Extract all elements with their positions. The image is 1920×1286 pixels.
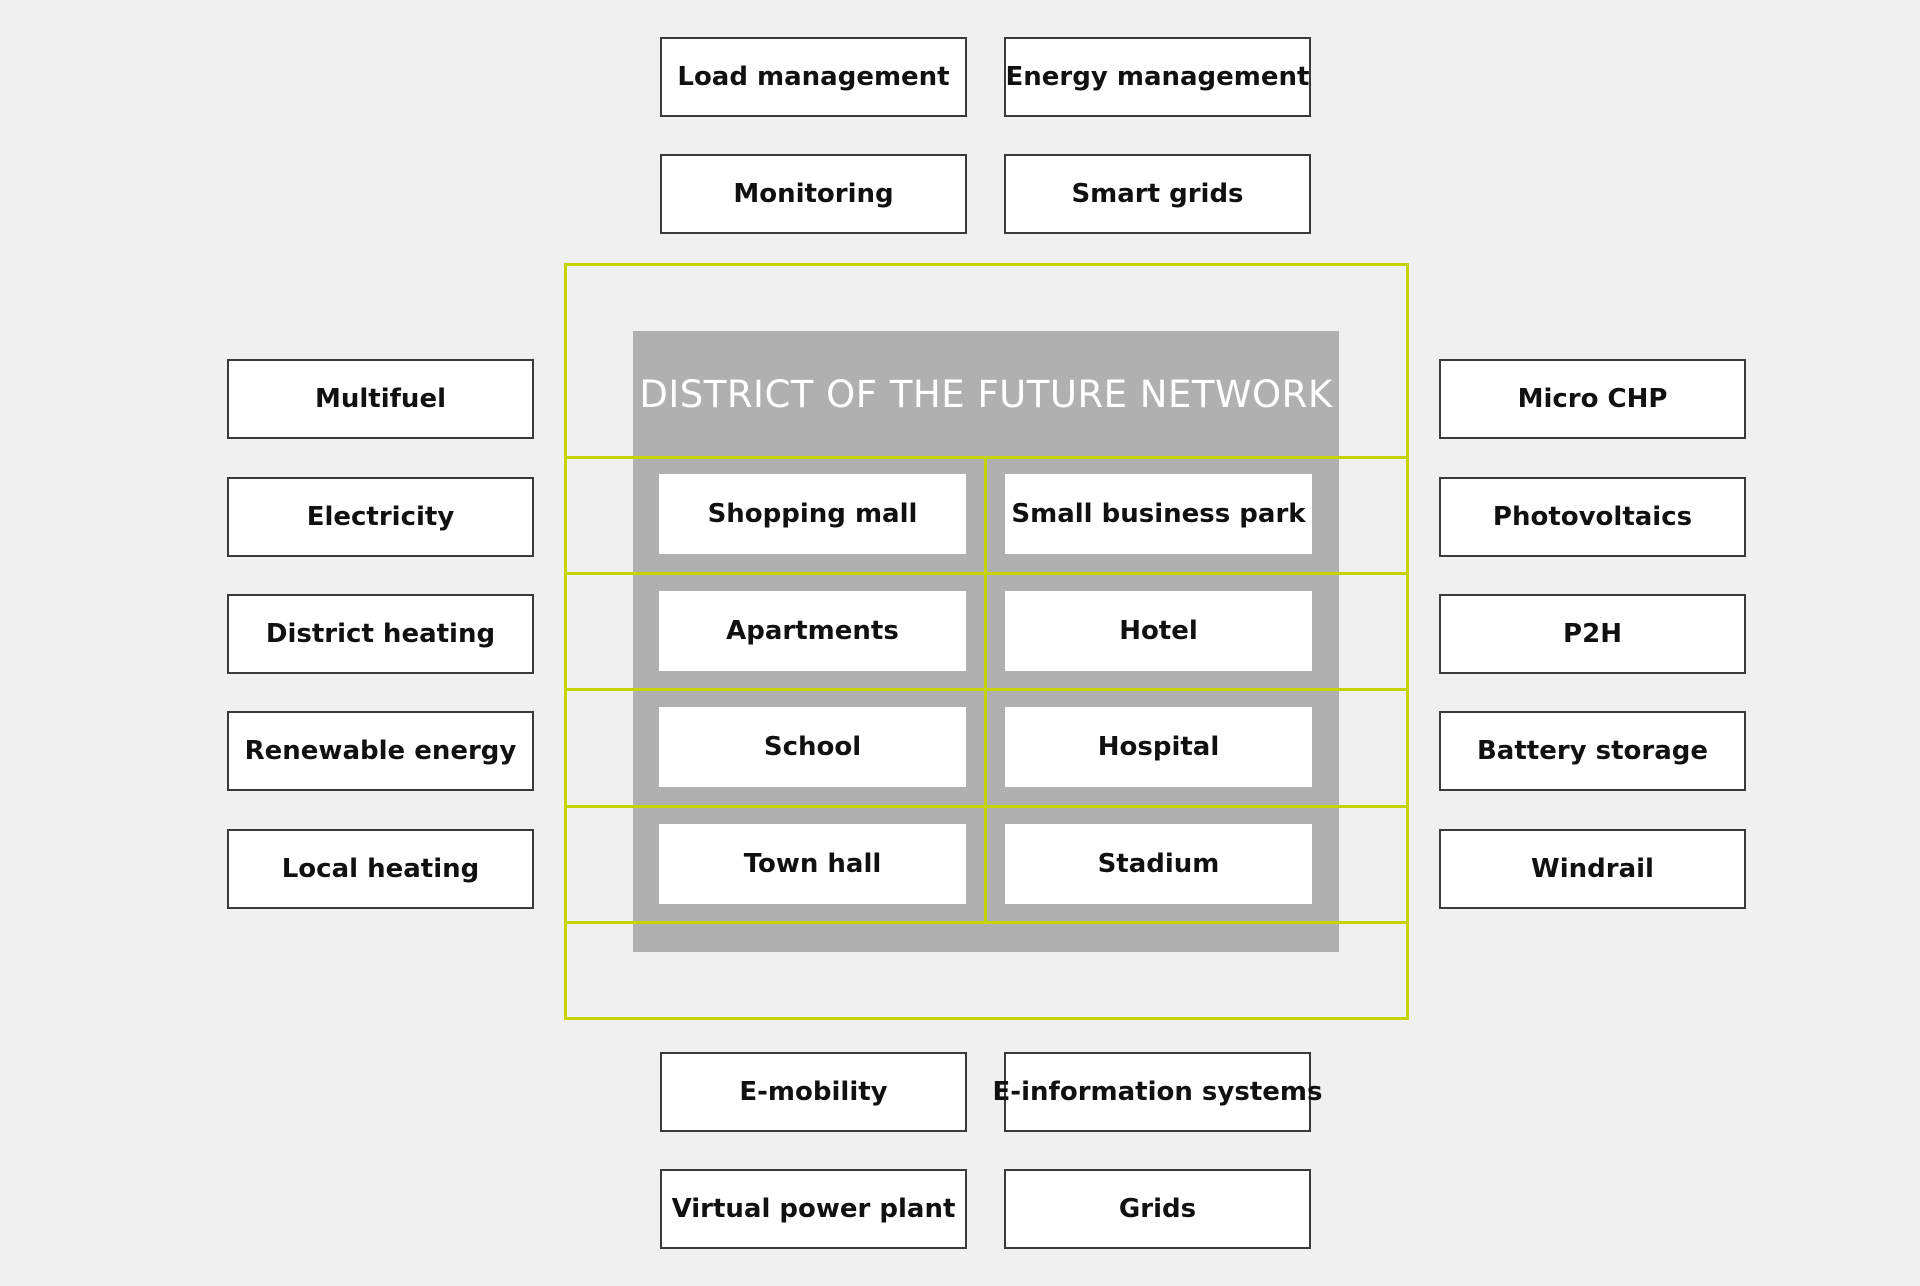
source-box-district-heating: District heating [227, 594, 534, 674]
building-box-apartments: Apartments [659, 591, 966, 671]
technology-box-windrail: Windrail [1439, 829, 1746, 909]
source-box-multifuel: Multifuel [227, 359, 534, 439]
service-box-e-information-systems: E-information systems [993, 1052, 1322, 1132]
technology-box-battery-storage: Battery storage [1439, 711, 1746, 791]
service-box-virtual-power-plant: Virtual power plant [660, 1169, 967, 1249]
network-frame [564, 263, 1409, 1020]
building-box-town-hall: Town hall [659, 824, 966, 904]
service-box-e-mobility: E-mobility [660, 1052, 967, 1132]
technology-box-micro-chp: Micro CHP [1439, 359, 1746, 439]
building-box-small-business-park: Small business park [1005, 474, 1312, 554]
source-box-renewable-energy: Renewable energy [227, 711, 534, 791]
service-box-load-management: Load management [660, 37, 967, 117]
connector-line [984, 456, 987, 923]
building-box-hospital: Hospital [1005, 707, 1312, 787]
building-box-shopping-mall: Shopping mall [659, 474, 966, 554]
service-box-smart-grids: Smart grids [1004, 154, 1311, 234]
technology-box-photovoltaics: Photovoltaics [1439, 477, 1746, 557]
building-box-school: School [659, 707, 966, 787]
building-box-hotel: Hotel [1005, 591, 1312, 671]
service-box-grids: Grids [1004, 1169, 1311, 1249]
technology-box-p2h: P2H [1439, 594, 1746, 674]
building-box-stadium: Stadium [1005, 824, 1312, 904]
source-box-electricity: Electricity [227, 477, 534, 557]
service-box-monitoring: Monitoring [660, 154, 967, 234]
source-box-local-heating: Local heating [227, 829, 534, 909]
diagram-title: DISTRICT OF THE FUTURE NETWORK [639, 372, 1333, 416]
service-box-energy-management: Energy management [1004, 37, 1311, 117]
